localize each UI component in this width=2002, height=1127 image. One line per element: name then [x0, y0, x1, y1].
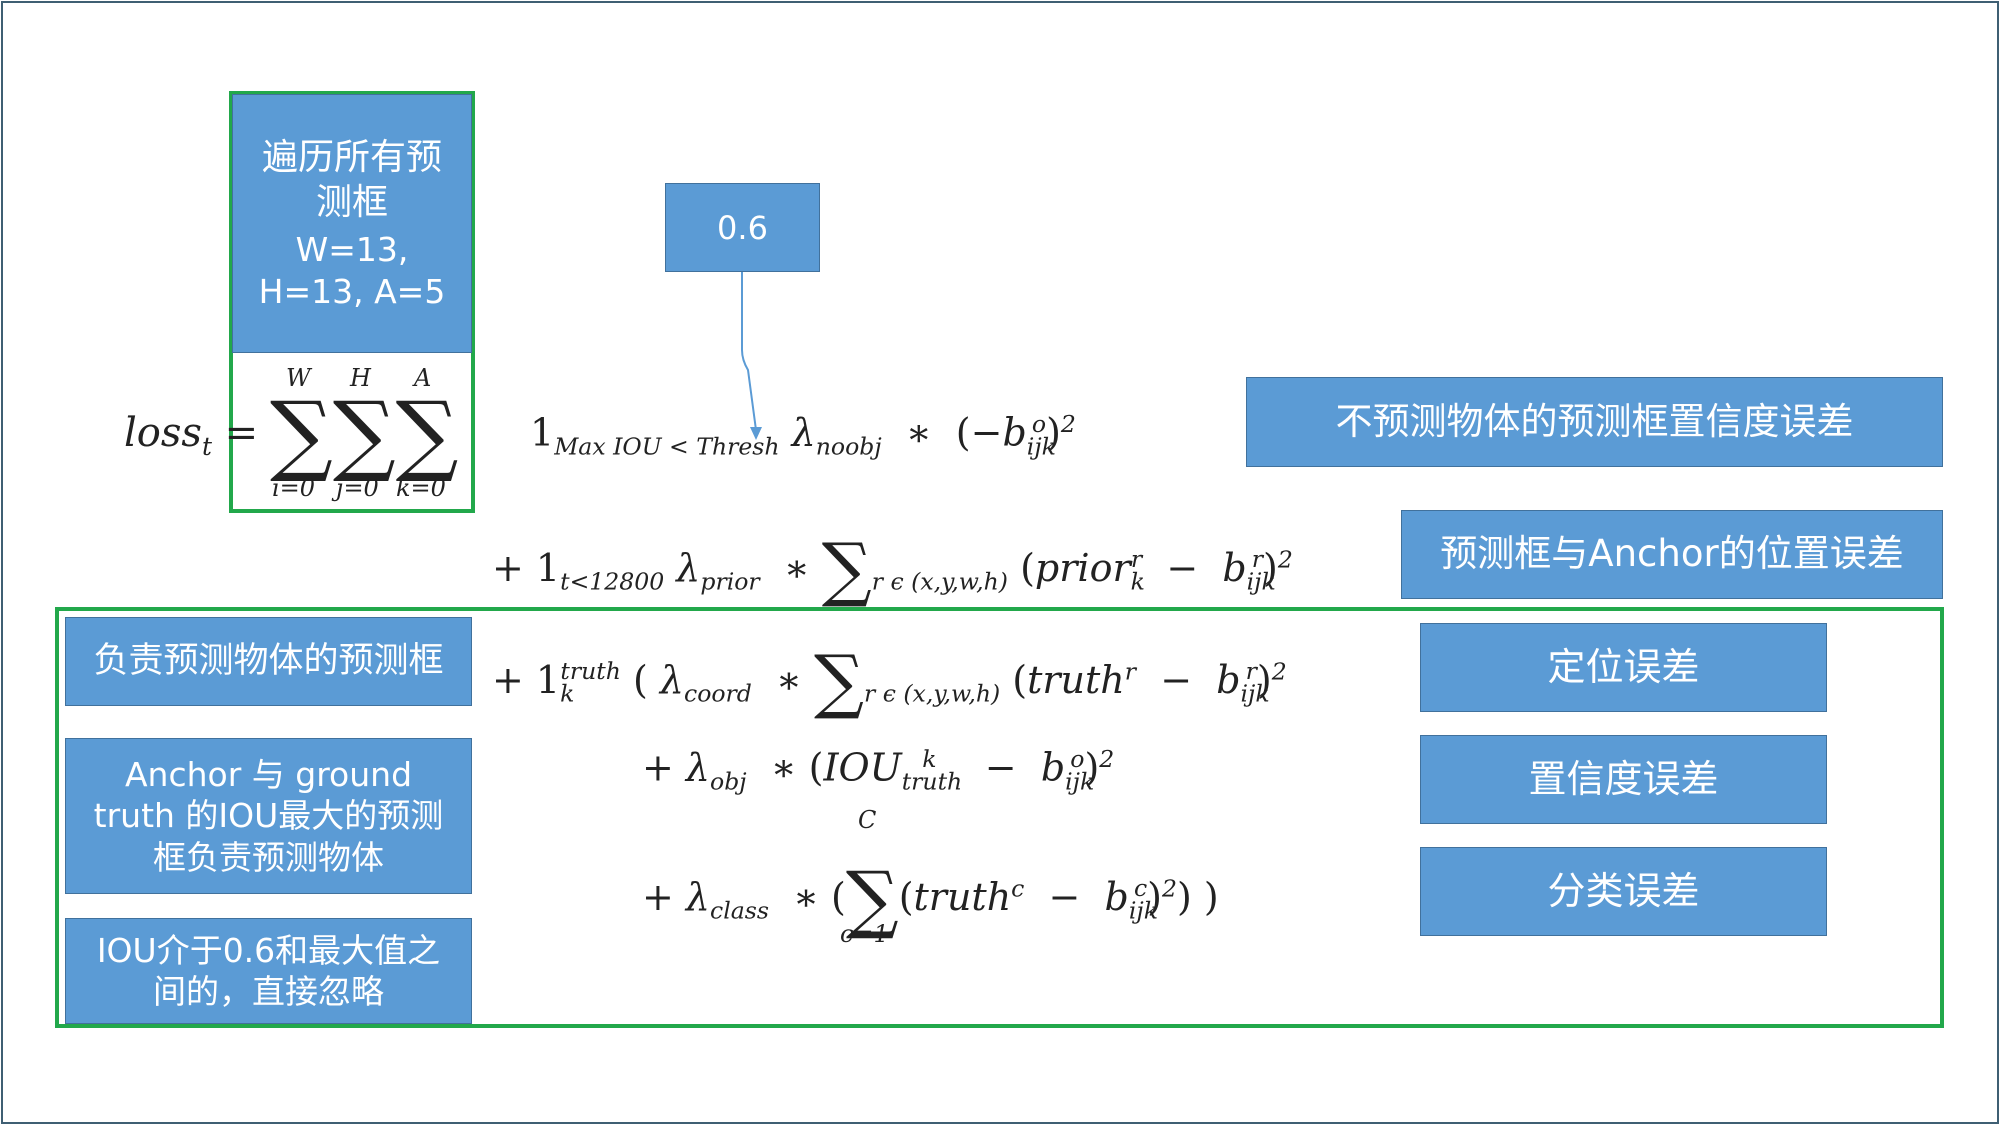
coord-lambda-sub: coord: [684, 679, 752, 708]
summation-frame: [229, 91, 475, 513]
sum-k-top: A: [414, 364, 432, 392]
class-sum-bottom: c=1: [840, 920, 889, 948]
iterate-all-boxes-label: 遍历所有预测框 W=13, H=13, A=5: [232, 94, 472, 353]
threshold-box: 0.6: [665, 183, 820, 272]
class-lambda-sub: class: [710, 896, 769, 925]
confidence-error-label: 置信度误差: [1420, 735, 1827, 824]
prior-sum-sub: r ϵ (x,y,w,h): [871, 567, 1008, 596]
ignore-iou-label: IOU介于0.6和最大值之间的，直接忽略: [65, 918, 472, 1024]
loss-subscript: t: [201, 432, 212, 461]
term-coord: + 1ktruth ( λcoord ∗ ∑r ϵ (x,y,w,h) (tru…: [492, 640, 1287, 722]
iterate-all-text: 遍历所有预测框: [261, 137, 442, 224]
loss-lhs: losst =: [124, 410, 258, 461]
localization-error-label: 定位误差: [1420, 623, 1827, 712]
classification-error-label: 分类误差: [1420, 847, 1827, 936]
term-class: + λclass ∗ (∑(truthc − bijkc)2) ): [642, 856, 1219, 942]
anchor-max-iou-label: Anchor 与 ground truth 的IOU最大的预测框负责预测物体: [65, 738, 472, 894]
anchor-position-error-label: 预测框与Anchor的位置误差: [1401, 510, 1943, 599]
sum-k-bottom: k=0: [396, 474, 446, 502]
term-prior: + 1t<12800 λprior ∗ ∑r ϵ (x,y,w,h) (prio…: [492, 528, 1293, 610]
prior-indicator-sub: t<12800: [560, 567, 665, 596]
noobj-lambda-sub: noobj: [815, 432, 882, 461]
prior-lambda-sub: prior: [700, 567, 760, 596]
triple-sum: ∑∑∑: [270, 390, 458, 478]
sum-j-bottom: j=0: [336, 474, 379, 502]
coord-indicator-sub: k: [560, 679, 575, 708]
coord-indicator-sup: truth: [560, 657, 621, 686]
no-object-conf-error-label: 不预测物体的预测框置信度误差: [1246, 377, 1943, 467]
term-obj: + λobj ∗ (IOUtruthk − bijko)2: [642, 745, 1115, 796]
iterate-dims-text: W=13, H=13, A=5: [258, 230, 446, 311]
noobj-indicator-sub: Max IOU < Thresh: [554, 432, 780, 461]
equals-sign: =: [211, 410, 259, 456]
term-noobj: 1Max IOU < Thresh λnoobj ∗ (−bijko)2: [530, 410, 1076, 461]
class-sum-top: C: [858, 806, 877, 834]
sum-j: ∑: [332, 382, 396, 485]
sum-i: ∑: [270, 382, 333, 485]
sum-k: ∑: [395, 382, 459, 485]
responsible-terms-frame: [55, 607, 1944, 1028]
coord-sum-sub: r ϵ (x,y,w,h): [863, 679, 1001, 708]
responsible-box-label: 负责预测物体的预测框: [65, 617, 472, 706]
loss-symbol: loss: [124, 410, 202, 456]
sum-j-top: H: [350, 364, 371, 392]
sum-i-top: W: [286, 364, 311, 392]
sum-i-bottom: i=0: [272, 474, 316, 502]
obj-lambda-sub: obj: [710, 767, 747, 796]
